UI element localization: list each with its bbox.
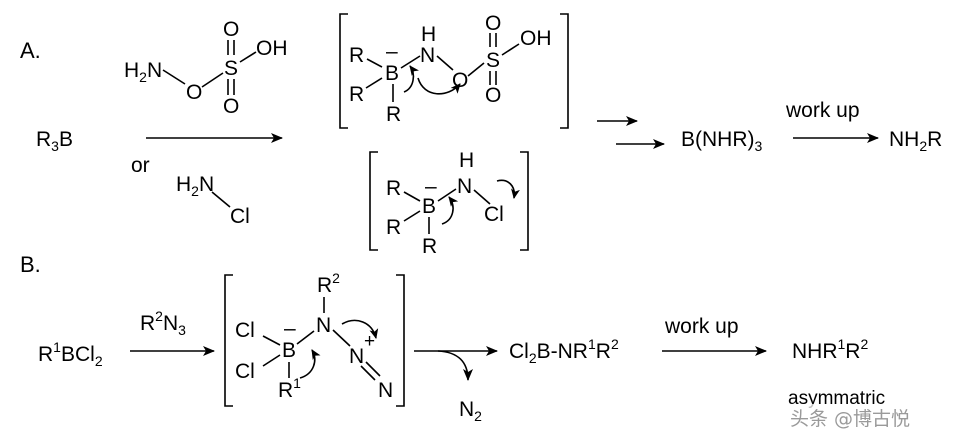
reagent1-s: S	[224, 57, 238, 80]
int1-h: H	[421, 23, 436, 46]
intb-charge: –	[284, 317, 296, 340]
reagent2-cl: Cl	[230, 205, 250, 228]
svg-text:R1: R1	[278, 375, 301, 402]
int1-r2: R	[349, 83, 364, 106]
int1-b: B	[385, 62, 399, 85]
intermediate-azide: – B Cl Cl R1 N R2 N + N	[224, 270, 405, 407]
svg-text:N2: N2	[459, 398, 482, 424]
reagent-r2n3: R2N3	[140, 308, 186, 338]
int1-n: N	[420, 44, 435, 67]
svg-text:R2: R2	[317, 270, 340, 297]
reactant-r3b: R3B	[36, 128, 73, 154]
svg-text:NH2R: NH2R	[889, 128, 942, 154]
svg-text:H2N: H2N	[176, 173, 214, 199]
intb-n3: N	[378, 379, 393, 402]
int1-charge: –	[386, 40, 398, 63]
workup-a-label: work up	[785, 99, 860, 122]
intb-cl1: Cl	[235, 319, 255, 342]
chloramine: H2N Cl	[176, 173, 250, 228]
hydroxylamine-o-sulfonic-acid: H2N O S O O OH	[124, 18, 288, 118]
svg-text:Cl2B-NR1R2: Cl2B-NR1R2	[509, 336, 619, 366]
intb-n1: N	[316, 314, 331, 337]
int2-r2: R	[386, 216, 401, 239]
intb-cl2: Cl	[235, 360, 255, 383]
int2-cl: Cl	[484, 203, 504, 226]
n2-loss-arrow	[437, 350, 473, 381]
int1-r3: R	[386, 103, 401, 126]
int1-o-bottom: O	[485, 84, 501, 107]
svg-text:R2N3: R2N3	[140, 308, 186, 338]
asymmetric-note: asymmatric	[788, 388, 885, 409]
reagent1-oh: OH	[256, 37, 288, 60]
reactant-r1bcl2: R1BCl2	[38, 339, 103, 369]
product-nhr1r2: NHR1R2	[792, 336, 868, 363]
svg-text:R3B: R3B	[36, 128, 73, 154]
int2-h: H	[459, 149, 474, 172]
int1-oh: OH	[520, 27, 552, 50]
or-text: or	[131, 154, 150, 177]
reagent1-o-top: O	[223, 18, 239, 41]
section-a-label: A.	[20, 38, 41, 63]
svg-text:R1BCl2: R1BCl2	[38, 339, 103, 369]
workup-b-label: work up	[664, 315, 739, 338]
int1-s: S	[486, 49, 500, 72]
int2-r1: R	[386, 177, 401, 200]
int2-r3: R	[422, 235, 437, 258]
int1-r1: R	[349, 44, 364, 67]
intermediate-chloramine: – B R R R H N Cl	[369, 149, 529, 258]
watermark: 头条 @博古悦	[786, 404, 915, 431]
product-b-nhr3: B(NHR)3	[681, 128, 763, 154]
product-cl2b-nr1r2: Cl2B-NR1R2	[509, 336, 619, 366]
intermediate-sulfonate: – B R R R H N O S O O OH	[339, 12, 569, 129]
intb-n2: N	[349, 345, 364, 368]
int1-o-top: O	[485, 12, 501, 35]
int2-n: N	[457, 175, 472, 198]
intb-plus: +	[364, 331, 375, 352]
reagent1-o-bottom: O	[223, 95, 239, 118]
section-b-label: B.	[20, 252, 41, 277]
svg-text:H2N: H2N	[124, 59, 162, 85]
svg-text:NHR1R2: NHR1R2	[792, 336, 868, 363]
svg-text:B(NHR)3: B(NHR)3	[681, 128, 763, 154]
product-nh2r: NH2R	[889, 128, 942, 154]
reagent1-o: O	[186, 81, 202, 104]
intb-b: B	[282, 339, 296, 362]
int2-b: B	[422, 195, 436, 218]
int2-charge: –	[425, 175, 437, 198]
byproduct-n2: N2	[459, 398, 482, 424]
